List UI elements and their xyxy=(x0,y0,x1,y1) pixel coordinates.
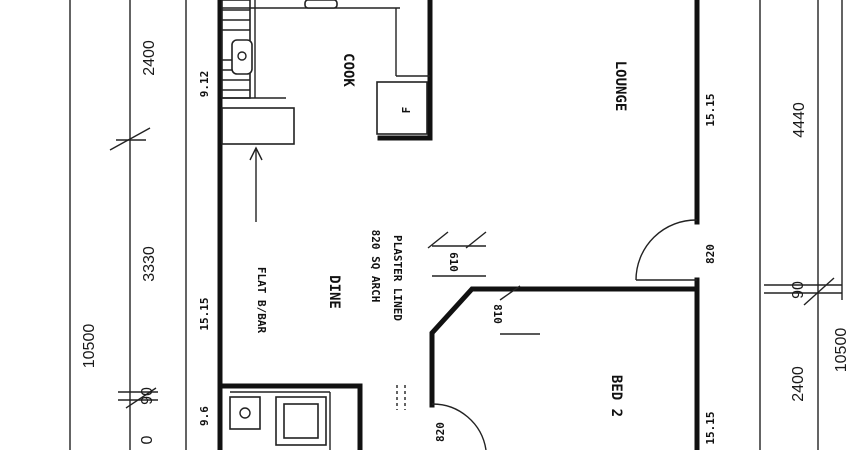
dim-left-small: 90 xyxy=(139,387,156,405)
dim-right-small: 90 xyxy=(790,281,807,299)
wall-label-1515-right-bottom: 15.15 xyxy=(704,411,717,444)
wall-label-1515-right-top: 15.15 xyxy=(704,93,717,126)
room-label-cook: COOK xyxy=(340,53,356,87)
walls xyxy=(217,0,700,450)
kitchen-fixtures xyxy=(221,0,430,222)
laundry-fixtures xyxy=(229,391,331,450)
wall-label-96: 9.6 xyxy=(198,406,211,426)
wall-label-610: 610 xyxy=(447,252,460,272)
wall-label-810: 810 xyxy=(491,304,504,324)
fridge-label: F xyxy=(400,107,413,114)
dim-right-total: 10500 xyxy=(833,328,850,373)
wall-label-912: 9.12 xyxy=(198,71,211,98)
wall-label-820-bottom: 820 xyxy=(434,422,447,442)
dim-right-top: 4440 xyxy=(791,102,808,138)
dim-left-top: 2400 xyxy=(141,40,158,76)
room-label-lounge: LOUNGE xyxy=(612,61,628,112)
wall-label-1515-left: 15.15 xyxy=(198,297,211,330)
arch-ticks xyxy=(427,231,540,335)
right-dimension-lines xyxy=(759,0,843,450)
wall-label-820-door: 820 xyxy=(704,244,717,264)
left-dimension-lines xyxy=(69,0,187,450)
dim-left-bottom-partial: 0 xyxy=(139,435,156,444)
room-label-dine: DINE xyxy=(326,275,342,309)
note-arch-line1: 820 SQ ARCH xyxy=(369,230,382,303)
note-flat-bbar: FLAT B/BAR xyxy=(255,267,268,334)
note-arch-line2: PLASTER LINED xyxy=(391,235,404,321)
dim-left-mid: 3330 xyxy=(141,246,158,282)
room-label-bed2: BED 2 xyxy=(608,375,624,417)
dim-right-bottom: 2400 xyxy=(790,366,807,402)
doors xyxy=(396,219,698,450)
dim-left-total: 10500 xyxy=(81,324,98,369)
